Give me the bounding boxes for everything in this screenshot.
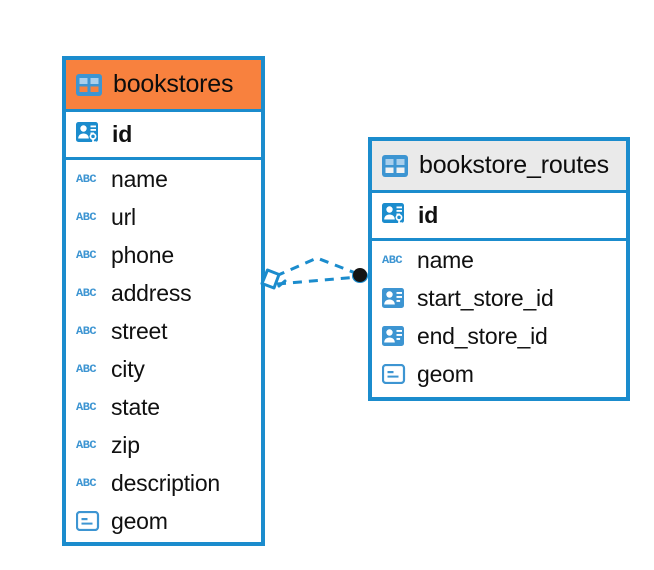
entity-table-bookstore-routes[interactable]: bookstore_routes id ABC [368,137,630,401]
field-label: street [111,317,168,344]
field-label: state [111,393,160,420]
field-row-state[interactable]: ABC state [66,388,261,426]
field-label: geom [417,360,474,387]
field-label: description [111,469,221,496]
relationship-line-straight [276,275,359,286]
field-label: id [418,202,439,228]
field-row-phone[interactable]: ABC phone [66,236,261,274]
field-row-street[interactable]: ABC street [66,312,261,350]
abc-icon: ABC [76,400,97,414]
abc-icon: ABC [76,210,97,224]
field-row-primary-key[interactable]: id [372,193,626,241]
abc-icon: ABC [76,438,97,452]
field-label: name [111,165,168,192]
field-label: end_store_id [417,322,548,349]
table-header-bookstore-routes[interactable]: bookstore_routes [372,141,626,193]
diamond-marker [260,268,281,290]
table-icon [76,73,102,96]
geometry-icon [76,511,102,531]
abc-icon: ABC [76,476,97,490]
field-label: phone [111,241,174,268]
abc-icon: ABC [76,172,97,186]
geometry-icon [382,364,408,384]
field-row-start-store-id[interactable]: start_store_id [372,279,626,317]
foreign-key-icon [382,287,408,309]
primary-key-icon [76,122,103,147]
field-label: name [417,246,474,273]
foreign-key-icon [382,325,408,347]
field-row-address[interactable]: ABC address [66,274,261,312]
field-label: start_store_id [417,284,554,311]
field-label: url [111,203,136,230]
field-row-geom[interactable]: geom [66,502,261,540]
relationship-connector[interactable] [255,240,375,320]
field-row-city[interactable]: ABC city [66,350,261,388]
abc-icon: ABC [76,362,97,376]
field-row-end-store-id[interactable]: end_store_id [372,317,626,355]
table-header-bookstores[interactable]: bookstores [66,60,261,112]
abc-icon: ABC [382,253,403,267]
filled-circle-marker [353,268,367,282]
field-row-description[interactable]: ABC description [66,464,261,502]
field-row-name[interactable]: ABC name [372,241,626,279]
field-label: id [112,121,133,147]
table-title: bookstores [113,70,234,98]
field-label: geom [111,507,168,534]
table-title: bookstore_routes [419,151,609,179]
abc-icon: ABC [76,286,97,300]
field-row-geom[interactable]: geom [372,355,626,393]
diamond-marker-tail [277,279,287,288]
table-icon [382,154,408,177]
field-label: address [111,279,192,306]
field-row-zip[interactable]: ABC zip [66,426,261,464]
field-row-url[interactable]: ABC url [66,198,261,236]
entity-table-bookstores[interactable]: bookstores id ABC [62,56,265,546]
abc-icon: ABC [76,324,97,338]
field-row-primary-key[interactable]: id [66,112,261,160]
primary-key-icon [382,203,409,228]
field-row-name[interactable]: ABC name [66,160,261,198]
relationship-line-arc [275,256,359,278]
field-label: city [111,355,145,382]
field-label: zip [111,431,140,458]
abc-icon: ABC [76,248,97,262]
